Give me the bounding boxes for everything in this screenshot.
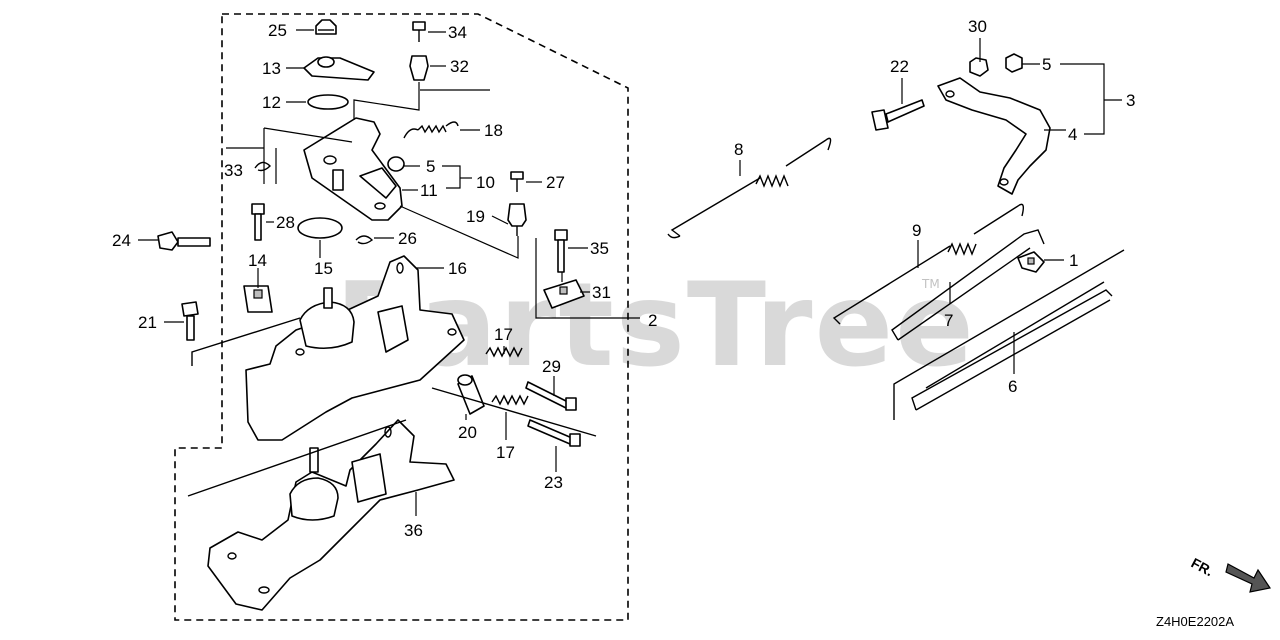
part-13-cover xyxy=(303,56,375,81)
callout-35: 35 xyxy=(590,239,609,258)
callout-3: 3 xyxy=(1126,91,1135,110)
callout-10: 10 xyxy=(476,173,495,192)
part-28-bolt xyxy=(251,203,265,241)
callout-8: 8 xyxy=(734,140,743,159)
callout-2: 2 xyxy=(648,311,657,330)
guide-line-mid xyxy=(431,387,597,437)
callout-24: 24 xyxy=(112,231,131,250)
callout-labels: 1 2 3 4 5 5 6 7 8 9 10 11 12 13 14 15 16… xyxy=(112,17,1135,540)
diagram-code: Z4H0E2202A xyxy=(1156,614,1234,629)
part-17-spring-lower xyxy=(491,394,529,406)
callout-25: 25 xyxy=(268,21,287,40)
front-direction-indicator: FR. xyxy=(1189,555,1271,593)
callout-19: 19 xyxy=(466,207,485,226)
callout-5-upper: 5 xyxy=(426,157,435,176)
callout-17-lower: 17 xyxy=(496,443,515,462)
part-25-nut xyxy=(315,19,337,35)
part-5-nut-upper xyxy=(387,156,405,172)
assembly-frame xyxy=(174,13,629,621)
part-5-nut-lower xyxy=(1005,53,1023,73)
part-32-pin xyxy=(409,55,429,81)
callout-30: 30 xyxy=(968,17,987,36)
part-18-spring xyxy=(403,121,459,139)
part-9-rod xyxy=(832,203,1025,325)
part-21-bolt xyxy=(181,301,199,341)
callout-11: 11 xyxy=(420,181,438,200)
part-26-clip xyxy=(355,235,374,245)
part-12-washer xyxy=(307,94,349,110)
callout-12: 12 xyxy=(262,93,281,112)
part-7-rod xyxy=(891,229,1045,341)
callout-13: 13 xyxy=(262,59,281,78)
part-35-screw xyxy=(554,229,568,273)
callout-14: 14 xyxy=(248,251,267,270)
callout-29: 29 xyxy=(542,357,561,376)
callout-16: 16 xyxy=(448,259,467,278)
part-1-clip xyxy=(1017,251,1045,273)
part-34-screw xyxy=(412,21,426,42)
callout-33: 33 xyxy=(224,161,243,180)
callout-36: 36 xyxy=(404,521,423,540)
part-33-clip xyxy=(254,161,271,172)
callout-34: 34 xyxy=(448,23,467,42)
callout-18: 18 xyxy=(484,121,503,140)
callout-9: 9 xyxy=(912,221,921,240)
part-8-rod xyxy=(667,137,832,239)
part-20-sleeve xyxy=(457,374,485,415)
part-36-governor-plate xyxy=(207,419,455,611)
guide-line-left-upper xyxy=(191,317,301,366)
callout-4: 4 xyxy=(1068,125,1077,144)
part-23-bolt xyxy=(527,419,581,447)
callout-20: 20 xyxy=(458,423,477,442)
part-22-bolt xyxy=(871,99,925,131)
watermark-trademark: TM xyxy=(921,277,940,291)
callout-5-lower: 5 xyxy=(1042,55,1051,74)
guide-line-left-lower xyxy=(187,419,407,497)
leader-lines xyxy=(138,29,1122,516)
callout-26: 26 xyxy=(398,229,417,248)
part-16-base-plate xyxy=(245,255,465,441)
callout-27: 27 xyxy=(546,173,565,192)
part-19-standoff xyxy=(507,203,527,236)
part-15-washer xyxy=(297,217,343,239)
guide-line-right xyxy=(893,249,1125,420)
part-11-control-plate xyxy=(303,117,403,221)
callout-6: 6 xyxy=(1008,377,1017,396)
callout-32: 32 xyxy=(450,57,469,76)
front-arrow-icon xyxy=(1225,563,1271,593)
callout-31: 31 xyxy=(592,283,611,302)
part-24-bolt xyxy=(157,231,211,251)
part-31-clip xyxy=(543,279,585,309)
part-27-bolt xyxy=(510,171,524,192)
front-label: FR. xyxy=(1189,555,1216,580)
part-14-bracket xyxy=(243,285,273,313)
callout-21: 21 xyxy=(138,313,157,332)
part-30-nut xyxy=(969,57,989,77)
callout-22: 22 xyxy=(890,57,909,76)
callout-23: 23 xyxy=(544,473,563,492)
part-4-bracket xyxy=(937,77,1051,195)
guide-line-upper xyxy=(925,281,1105,389)
callout-15: 15 xyxy=(314,259,333,278)
callout-7: 7 xyxy=(944,311,953,330)
callout-17-upper: 17 xyxy=(494,325,513,344)
part-29-bolt xyxy=(525,381,577,411)
callout-28: 28 xyxy=(276,213,295,232)
part-6-rod xyxy=(911,289,1113,411)
callout-1: 1 xyxy=(1069,251,1078,270)
